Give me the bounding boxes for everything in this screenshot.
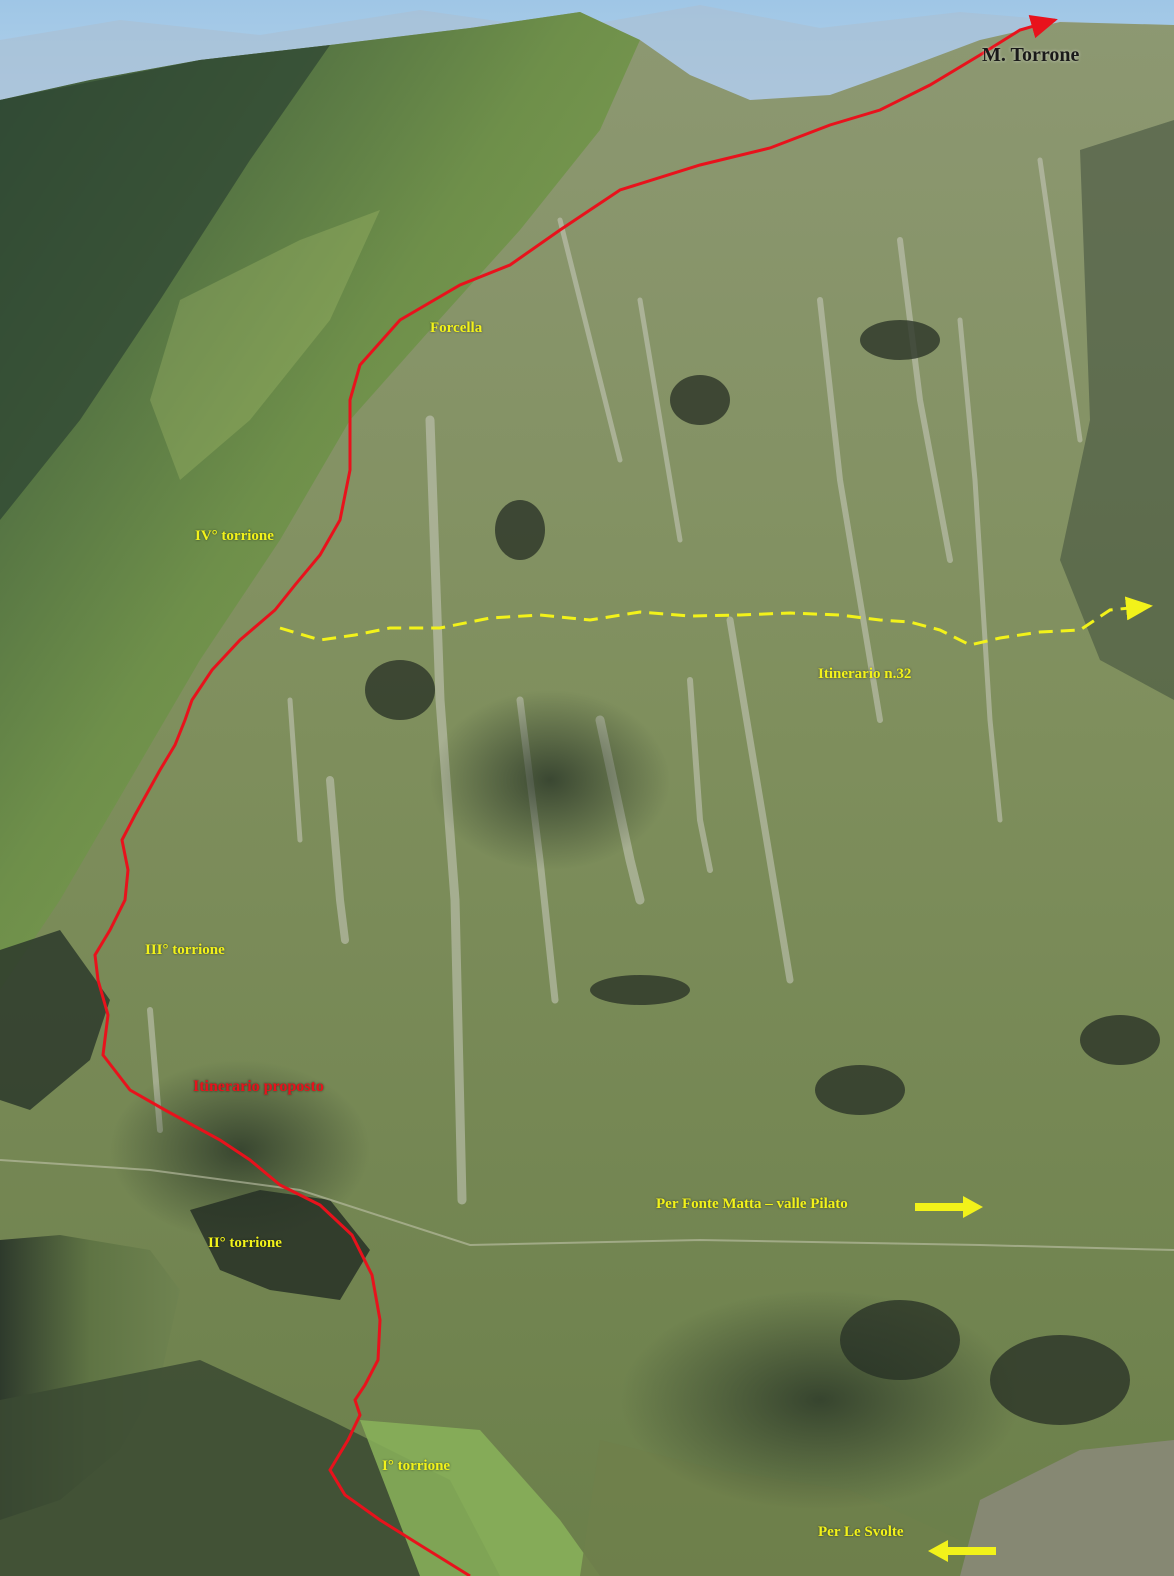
arrow-left-icon [928,1540,996,1562]
itinerary-32-label: Itinerario n.32 [818,666,912,682]
proposed-route-label: Itinerario proposto [193,1078,324,1095]
arrow-right-icon [915,1196,983,1218]
tower-3-label: III° torrione [145,942,225,958]
proposed-route-line [93,15,1058,1576]
svolte-label: Per Le Svolte [818,1524,904,1540]
summit-label: M. Torrone [982,44,1080,66]
tower-4-label: IV° torrione [195,528,274,544]
fonte-matta-label: Per Fonte Matta – valle Pilato [656,1196,848,1212]
itinerary-32-line [279,596,1153,647]
tower-2-label: II° torrione [208,1235,282,1251]
forcella-label: Forcella [430,320,483,336]
tower-1-label: I° torrione [382,1458,451,1474]
